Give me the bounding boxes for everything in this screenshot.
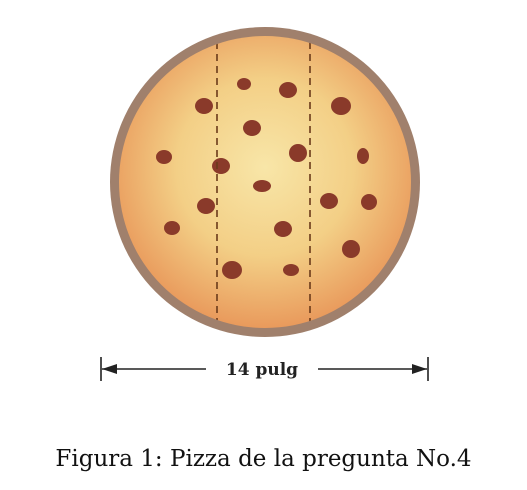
pepperoni <box>289 144 307 162</box>
pepperoni <box>253 180 271 192</box>
pepperoni <box>361 194 377 210</box>
pepperoni <box>342 240 360 258</box>
pepperoni <box>283 264 299 276</box>
pepperoni <box>156 150 172 164</box>
pizza <box>110 27 420 337</box>
pepperoni <box>212 158 230 174</box>
pepperoni <box>197 198 215 214</box>
dimension-label: 14 pulg <box>226 360 298 380</box>
pepperoni <box>279 82 297 98</box>
arrowhead-right <box>412 364 427 374</box>
pepperoni <box>222 261 242 279</box>
pepperoni <box>331 97 351 115</box>
pepperoni <box>164 221 180 235</box>
dimension-marker <box>100 357 429 381</box>
arrowhead-left <box>102 364 117 374</box>
pepperoni <box>195 98 213 114</box>
pepperoni <box>237 78 251 90</box>
pepperoni <box>320 193 338 209</box>
pepperoni <box>243 120 261 136</box>
figure-caption: Figura 1: Pizza de la pregunta No.4 <box>55 446 472 472</box>
cut-lines <box>216 36 311 328</box>
pepperoni <box>274 221 292 237</box>
pepperoni <box>357 148 369 164</box>
